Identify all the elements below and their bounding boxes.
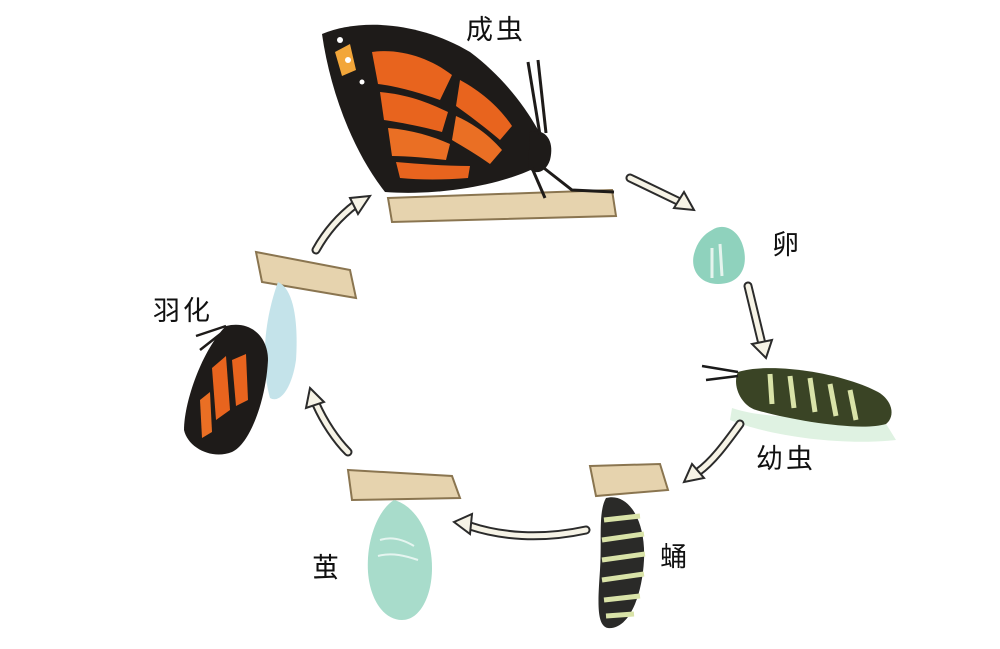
label-adult: 成虫 (466, 15, 526, 46)
label-egg: 卵 (772, 230, 802, 261)
pupa-hanging (588, 462, 670, 629)
cocoon-chrysalis (346, 468, 462, 620)
adult-butterfly (322, 24, 618, 224)
arrow-larva-to-pupa (682, 419, 745, 484)
egg (693, 226, 745, 284)
larva-caterpillar (701, 364, 896, 442)
arrow-egg-to-larva (743, 281, 774, 360)
arrow-cocoon-to-eclosion (304, 385, 353, 457)
arrow-eclosion-to-adult (311, 194, 373, 255)
arrow-adult-to-egg (625, 173, 696, 212)
label-cocoon: 茧 (312, 553, 342, 584)
label-pupa: 蛹 (660, 542, 690, 573)
label-eclosion: 羽化 (153, 296, 213, 327)
arrow-pupa-to-cocoon (452, 512, 591, 541)
label-larva: 幼虫 (756, 444, 816, 475)
eclosing-butterfly (184, 250, 358, 455)
